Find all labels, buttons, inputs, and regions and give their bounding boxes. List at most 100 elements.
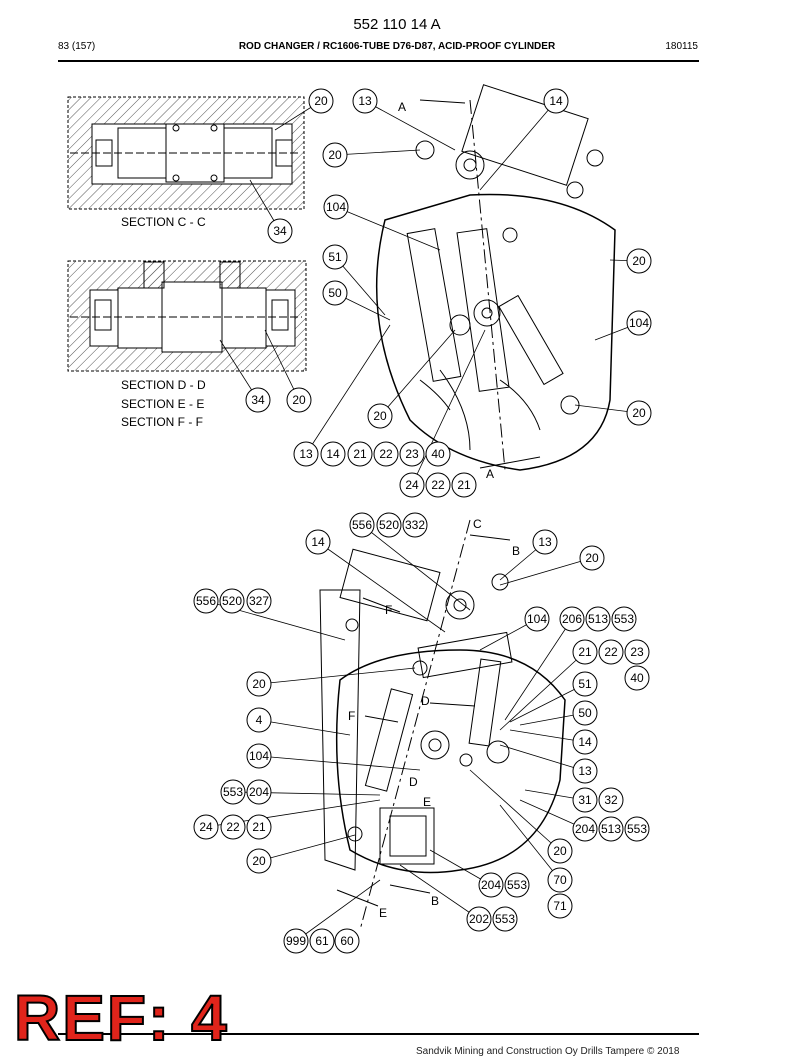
callout-number: 556 <box>196 594 216 608</box>
callout-number: 51 <box>328 250 342 264</box>
bottom-callout-60: 60 <box>334 928 360 954</box>
top-callout-34: 34 <box>245 387 271 413</box>
callout-number: 23 <box>630 645 644 659</box>
bottom-callout-553: 553 <box>220 779 246 805</box>
leader-line <box>317 541 446 633</box>
callout-number: 513 <box>588 612 608 626</box>
bottom-callout-999: 999 <box>283 928 309 954</box>
view-letter-c: C <box>473 517 482 531</box>
view-letter-e: E <box>379 906 387 920</box>
leader-line <box>399 864 480 920</box>
page-index: 83 (157) <box>58 41 96 52</box>
callout-number: 553 <box>223 785 243 799</box>
bottom-callout-520: 520 <box>219 588 245 614</box>
section-ee-label: SECTION E - E <box>121 397 204 411</box>
top-callout-20: 20 <box>308 88 334 114</box>
view-letter-d: D <box>409 775 418 789</box>
bottom-callout-553: 553 <box>504 872 530 898</box>
bottom-callout-204: 204 <box>246 779 272 805</box>
bottom-callout-20: 20 <box>246 848 272 874</box>
section-cc-label: SECTION C - C <box>121 215 206 229</box>
callout-number: 206 <box>562 612 582 626</box>
callout-number: 14 <box>311 535 325 549</box>
bottom-callout-20: 20 <box>579 545 605 571</box>
callout-number: 20 <box>314 94 328 108</box>
leader-line <box>264 329 300 401</box>
callout-number: 20 <box>292 393 306 407</box>
top-callout-51: 51 <box>322 244 348 270</box>
leader-line <box>334 256 386 316</box>
callout-number: 520 <box>222 594 242 608</box>
top-callout-22: 22 <box>373 441 399 467</box>
callout-number: 327 <box>249 594 269 608</box>
callout-number: 50 <box>328 286 342 300</box>
reference-stamp: REF: 4 <box>13 982 229 1054</box>
leader-line <box>334 149 421 156</box>
view-letter-b: B <box>431 894 439 908</box>
callout-number: 13 <box>578 764 592 778</box>
bottom-callout-20: 20 <box>547 838 573 864</box>
bottom-view-drawing <box>319 519 566 931</box>
bottom-callout-206: 206 <box>559 606 585 632</box>
bottom-callout-327: 327 <box>246 588 272 614</box>
bottom-callout-71: 71 <box>547 893 573 919</box>
section-ddeeff-drawing <box>67 260 307 372</box>
bottom-callout-553: 553 <box>611 606 637 632</box>
leader-line <box>499 744 586 772</box>
leader-line <box>258 834 356 862</box>
leader-line <box>499 557 593 586</box>
callout-number: 60 <box>340 934 354 948</box>
top-view-drawing <box>375 84 616 471</box>
view-letter-f: F <box>348 709 355 723</box>
leader-line <box>305 324 391 455</box>
bottom-callout-4: 4 <box>246 707 272 733</box>
bottom-callout-104: 104 <box>524 606 550 632</box>
callout-number: 104 <box>326 200 346 214</box>
leader-line <box>509 729 586 743</box>
leader-line <box>258 667 416 685</box>
bottom-callout-70: 70 <box>547 867 573 893</box>
bottom-callout-51: 51 <box>572 671 598 697</box>
bottom-callout-556: 556 <box>349 512 375 538</box>
bottom-callout-40: 40 <box>624 665 650 691</box>
callout-number: 14 <box>549 94 563 108</box>
callout-number: 4 <box>256 713 263 727</box>
callout-number: 34 <box>273 224 287 238</box>
view-letter-a: A <box>486 467 494 481</box>
bottom-callout-553: 553 <box>492 906 518 932</box>
callout-number: 332 <box>405 518 425 532</box>
footer-rule <box>58 1033 699 1035</box>
callout-number: 40 <box>630 671 644 685</box>
leader-line <box>509 683 586 723</box>
bottom-callout-21: 21 <box>572 639 598 665</box>
callout-number: 513 <box>601 822 621 836</box>
section-ff-label: SECTION F - F <box>121 415 203 429</box>
bottom-callout-13: 13 <box>532 529 558 555</box>
callout-number: 204 <box>249 785 269 799</box>
callout-number: 520 <box>379 518 399 532</box>
leader-line <box>258 755 421 771</box>
callout-number: 553 <box>614 612 634 626</box>
bottom-callout-21: 21 <box>246 814 272 840</box>
callout-number: 204 <box>575 822 595 836</box>
top-callout-21: 21 <box>451 472 477 498</box>
bottom-callout-513: 513 <box>585 606 611 632</box>
bottom-callout-50: 50 <box>572 700 598 726</box>
top-callout-50: 50 <box>322 280 348 306</box>
callout-number: 20 <box>632 254 646 268</box>
document-title: ROD CHANGER / RC1606-TUBE D76-D87, ACID-… <box>238 41 556 52</box>
footer-copyright: Sandvik Mining and Construction Oy Drill… <box>416 1046 680 1057</box>
callout-number: 14 <box>578 735 592 749</box>
top-callout-20: 20 <box>322 142 348 168</box>
top-callout-20: 20 <box>626 248 652 274</box>
callout-number: 204 <box>481 878 501 892</box>
bottom-callout-104: 104 <box>246 743 272 769</box>
leader-line <box>499 804 561 881</box>
top-callout-34: 34 <box>267 218 293 244</box>
bottom-callout-204: 204 <box>572 816 598 842</box>
bottom-callout-61: 61 <box>309 928 335 954</box>
bottom-callout-13: 13 <box>572 758 598 784</box>
top-callout-20: 20 <box>626 400 652 426</box>
callout-number: 20 <box>252 854 266 868</box>
